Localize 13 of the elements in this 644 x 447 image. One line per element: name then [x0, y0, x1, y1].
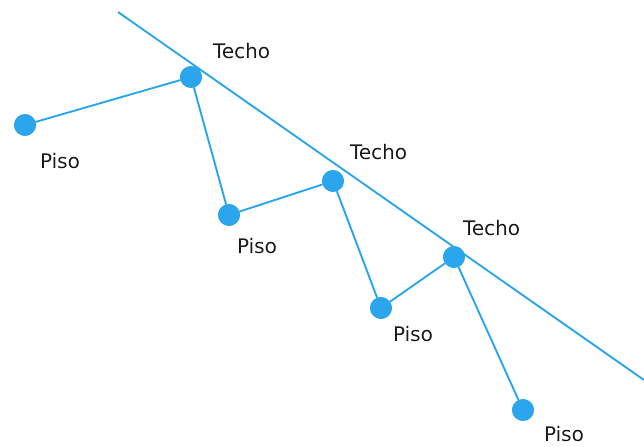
point-label: Piso [237, 235, 277, 257]
connector-line [192, 87, 228, 205]
connector-line [336, 190, 378, 298]
connector-line [239, 183, 323, 213]
point-label: Techo [213, 40, 270, 62]
point-label: Techo [350, 141, 408, 163]
connector-line [458, 266, 520, 400]
point-label: Piso [40, 150, 80, 172]
point-label: Techo [463, 217, 520, 239]
point-label: Piso [544, 423, 584, 445]
connector-line [389, 262, 446, 303]
connector-line [35, 79, 181, 123]
point-label: Piso [393, 323, 433, 345]
